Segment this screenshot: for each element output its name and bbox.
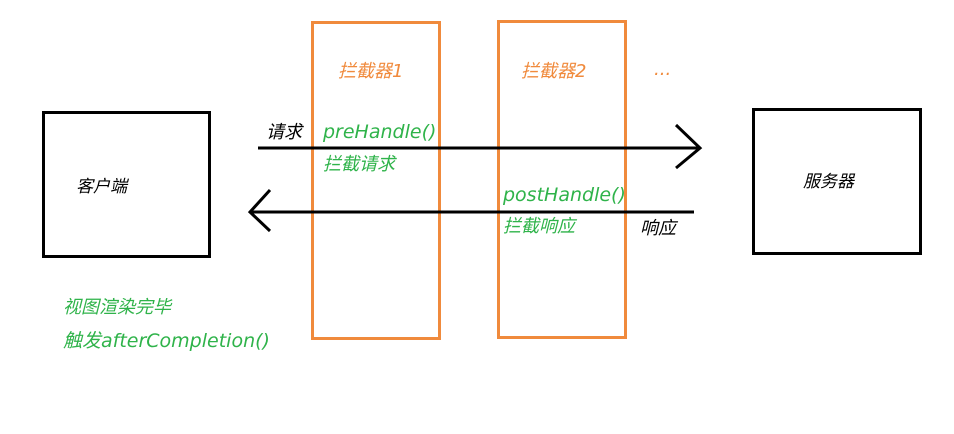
- response-arrow: [247, 188, 694, 233]
- response-label: 响应: [640, 218, 676, 239]
- interceptor1-label: 拦截器1: [338, 61, 404, 82]
- ellipsis-label: ...: [654, 59, 672, 80]
- intercept-request-label: 拦截请求: [323, 154, 395, 175]
- request-arrow: [258, 123, 703, 170]
- request-label: 请求: [266, 122, 302, 143]
- post-handle-label: postHandle(): [503, 184, 626, 206]
- client-label: 客户端: [76, 177, 127, 197]
- pre-handle-label: preHandle(): [323, 121, 437, 143]
- interceptor1-box: [311, 21, 441, 340]
- interceptor2-label: 拦截器2: [521, 61, 587, 82]
- intercept-response-label: 拦截响应: [503, 216, 575, 237]
- after-completion-label: 触发afterCompletion(): [63, 330, 270, 352]
- view-rendered-label: 视图渲染完毕: [63, 297, 171, 318]
- server-box: [752, 108, 922, 255]
- interceptor2-box: [497, 20, 627, 339]
- server-label: 服务器: [803, 172, 854, 192]
- client-box: [42, 111, 211, 258]
